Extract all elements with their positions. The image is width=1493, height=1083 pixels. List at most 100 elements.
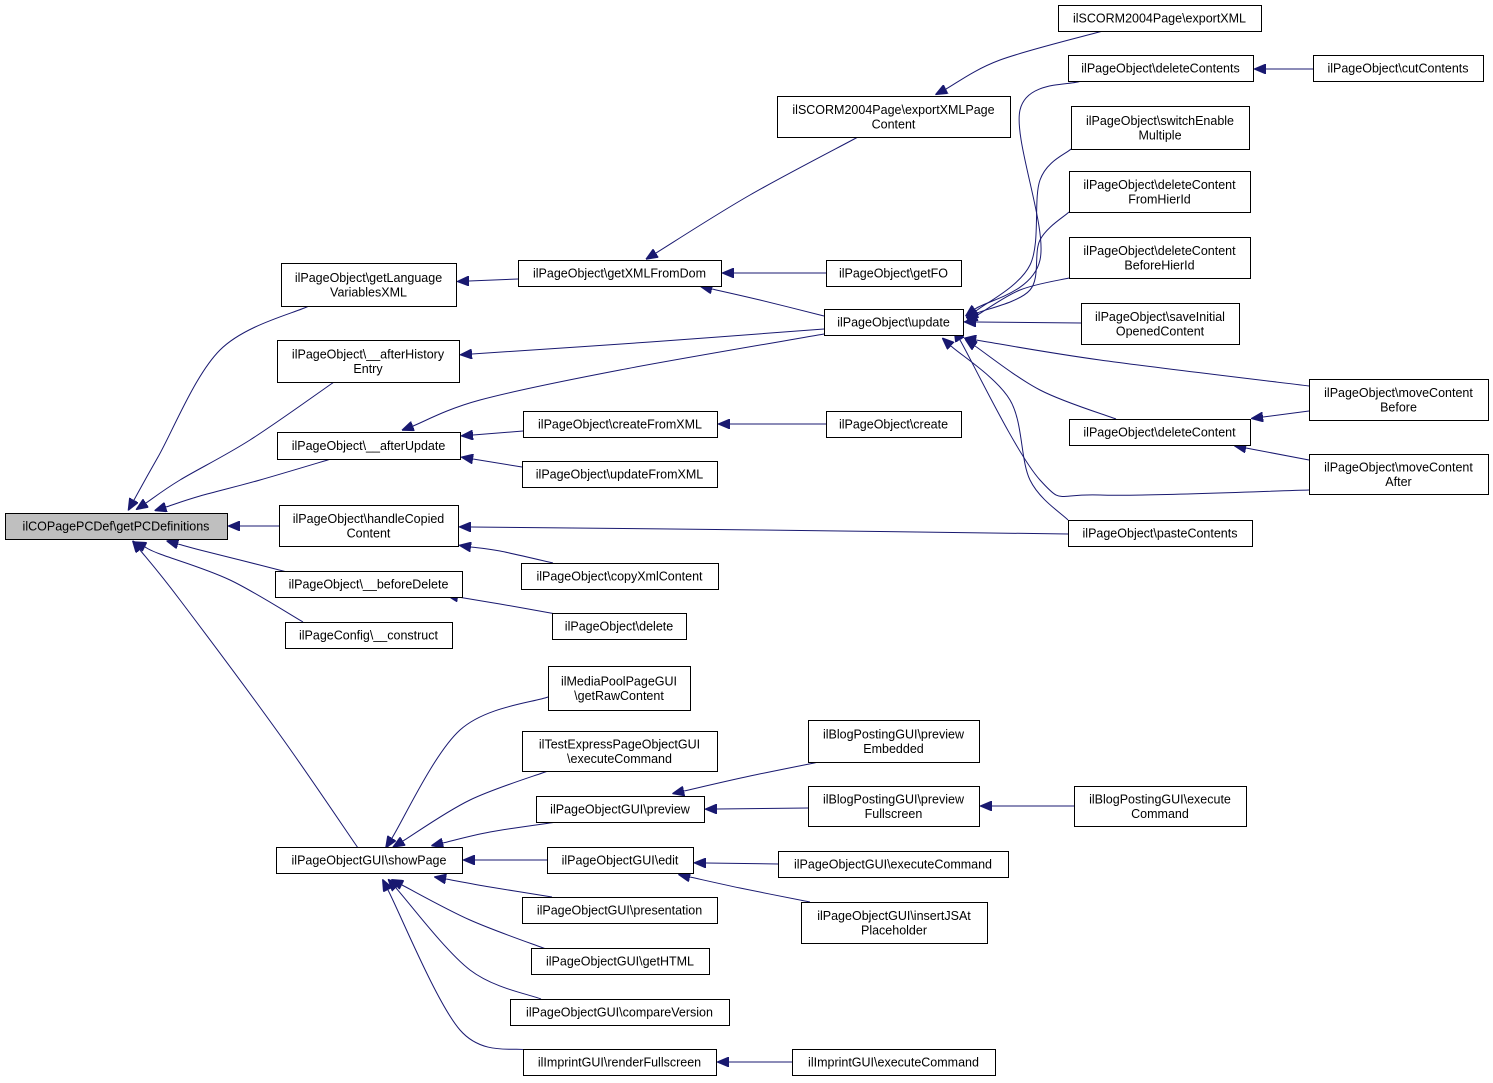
edge-mprc-to-show: [392, 696, 549, 838]
node-label: ilPageObject\deleteContent: [1083, 244, 1236, 258]
node-label: \executeCommand: [567, 752, 672, 766]
edge-bpemb-to-prev: [684, 761, 820, 791]
node-label: ilPageObjectGUI\showPage: [292, 854, 447, 868]
node-gethtml[interactable]: ilPageObjectGUI\getHTML: [531, 948, 710, 975]
node-label: ilSCORM2004Page\exportXML: [1073, 12, 1246, 26]
node-label: ilPageObject\deleteContents: [1081, 62, 1239, 76]
edge-expxml-to-exppc: [946, 30, 1104, 89]
node-label: ilBlogPostingGUI\execute: [1089, 792, 1231, 806]
node-label: Before: [1380, 400, 1417, 414]
node-label: ilPageObject\updateFromXML: [536, 468, 703, 482]
node-box: [777, 96, 1011, 138]
node-del[interactable]: ilPageObject\delete: [552, 613, 687, 640]
node-bpexec[interactable]: ilBlogPostingGUI\executeCommand: [1074, 786, 1247, 827]
node-cut[interactable]: ilPageObject\cutContents: [1313, 55, 1484, 82]
node-create[interactable]: ilPageObject\create: [826, 411, 962, 438]
node-getfo[interactable]: ilPageObject\getFO: [826, 260, 962, 287]
node-box: [1069, 171, 1251, 213]
node-box: [522, 731, 718, 772]
node-imprfs[interactable]: ilImprintGUI\renderFullscreen: [523, 1049, 717, 1076]
edge-del-to-bdel: [458, 597, 557, 615]
node-cfx[interactable]: ilPageObject\createFromXML: [523, 411, 718, 438]
node-label: ilPageObject\update: [837, 316, 950, 330]
edge-delcs-to-update: [975, 80, 1082, 309]
edge-paste-to-update: [951, 346, 1069, 521]
node-getxml[interactable]: ilPageObject\getXMLFromDom: [518, 260, 722, 287]
node-box: [808, 720, 980, 763]
node-update[interactable]: ilPageObject\update: [824, 309, 964, 336]
edge-mca-to-delc: [1246, 448, 1310, 461]
node-edit[interactable]: ilPageObjectGUI\edit: [547, 847, 694, 874]
node-imprex[interactable]: ilImprintGUI\executeCommand: [792, 1049, 996, 1076]
node-ufx[interactable]: ilPageObject\updateFromXML: [522, 461, 718, 488]
node-label: Multiple: [1138, 128, 1181, 142]
node-label: ilPageObject\deleteContent: [1083, 178, 1236, 192]
edges-layer: [134, 30, 1313, 1062]
edge-tepo-to-show: [403, 770, 549, 841]
node-cpxml[interactable]: ilPageObject\copyXmlContent: [521, 563, 719, 590]
node-aupd[interactable]: ilPageObject\__afterUpdate: [277, 432, 461, 460]
node-box: [1071, 106, 1250, 150]
node-poexec[interactable]: ilPageObjectGUI\executeCommand: [778, 851, 1009, 878]
edge-getxml-to-lang: [469, 279, 519, 281]
edge-sioc-to-update: [976, 322, 1082, 323]
node-box: [1068, 55, 1254, 82]
node-box: [285, 622, 453, 649]
node-cmpv[interactable]: ilPageObjectGUI\compareVersion: [510, 999, 730, 1026]
node-pres[interactable]: ilPageObjectGUI\presentation: [522, 897, 718, 924]
node-box: [1074, 786, 1247, 827]
node-box: [518, 260, 722, 287]
node-box: [792, 1049, 996, 1076]
node-mprc[interactable]: ilMediaPoolPageGUI\getRawContent: [548, 666, 691, 711]
node-label: ilPageObjectGUI\edit: [562, 854, 679, 868]
edge-mcb-to-delc: [1263, 410, 1310, 417]
node-bdel[interactable]: ilPageObject\__beforeDelete: [275, 571, 463, 598]
node-show[interactable]: ilPageObjectGUI\showPage: [276, 847, 463, 874]
edge-gethtml-to-show: [402, 885, 547, 950]
node-box: [548, 666, 691, 711]
node-box: [826, 411, 962, 438]
node-label: ilPageObject\deleteContent: [1083, 426, 1236, 440]
edge-cfx-to-aupd: [473, 431, 524, 435]
node-delcs[interactable]: ilPageObject\deleteContents: [1068, 55, 1254, 82]
node-label: ilPageObject\copyXmlContent: [536, 570, 703, 584]
edge-bdel-to-root: [178, 544, 288, 573]
node-label: ilPageObject\cutContents: [1327, 62, 1468, 76]
edge-dcbh-to-update: [976, 277, 1070, 316]
node-root[interactable]: ilCOPagePCDef\getPCDefinitions: [5, 513, 228, 540]
node-tepo[interactable]: ilTestExpressPageObjectGUI\executeComman…: [522, 731, 718, 772]
node-label: Entry: [353, 362, 383, 376]
node-box: [1068, 520, 1253, 547]
node-paste[interactable]: ilPageObject\pasteContents: [1068, 520, 1253, 547]
node-label: ilPageObject\switchEnable: [1086, 114, 1234, 128]
edge-update-to-ahist: [472, 328, 825, 354]
node-box: [1069, 419, 1251, 446]
node-label: ilPageObject\saveInitial: [1095, 310, 1225, 324]
edge-update-to-getxml: [712, 289, 825, 317]
node-box: [808, 786, 980, 827]
node-pconf[interactable]: ilPageConfig\__construct: [285, 622, 453, 649]
edge-delc-to-update: [975, 346, 1117, 420]
node-delc[interactable]: ilPageObject\deleteContent: [1069, 419, 1251, 446]
edge-pconf-to-root: [145, 547, 304, 623]
edge-mca-to-update: [960, 340, 1310, 498]
node-expxml[interactable]: ilSCORM2004Page\exportXML: [1058, 5, 1262, 32]
node-label: ilTestExpressPageObjectGUI: [539, 737, 700, 751]
node-prev[interactable]: ilPageObjectGUI\preview: [536, 796, 705, 823]
node-label: FromHierId: [1128, 192, 1191, 206]
node-label: Embedded: [863, 742, 924, 756]
